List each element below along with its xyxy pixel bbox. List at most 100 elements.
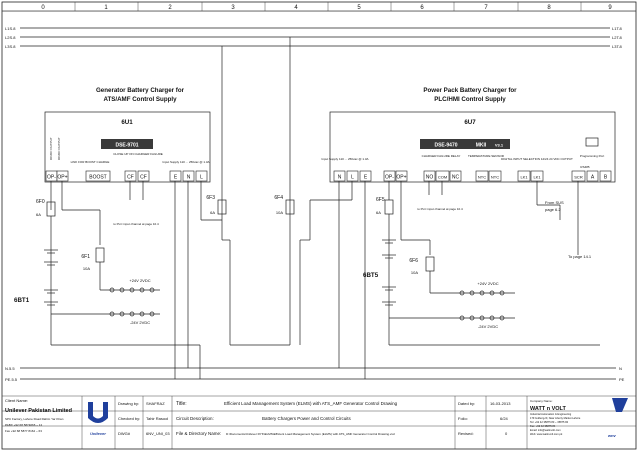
terminal [137, 170, 150, 182]
battery-6bt1: 6BT1 [14, 240, 58, 330]
section-title: PLC/HMI Control Supply [434, 96, 506, 103]
dc-distribution-right: +24V 2VDC -24V 2VDC [389, 281, 515, 329]
input-note: Input Supply 110 ... 250vac @ 1.3A [162, 160, 209, 164]
company-info: Email: info@wattnvolt.com [530, 428, 561, 432]
fuse-tag: 6F3 [206, 195, 215, 201]
column-label: 3 [231, 5, 235, 11]
fuse-rating: 6A [376, 210, 381, 215]
terminal-label: E [174, 175, 178, 181]
side-label: DC/DC OUTPUT [49, 137, 53, 160]
revised-value: 0 [505, 431, 508, 436]
column-label: 8 [547, 5, 551, 11]
fuse-rating: 10A [83, 266, 90, 271]
battery-tag: 6BT5 [363, 272, 379, 279]
terminal [435, 170, 450, 182]
fuse-tag: 6F0 [36, 199, 45, 205]
terminal-label: OP+ [57, 175, 67, 181]
circuit-label: Circuit Description: [176, 416, 214, 421]
terminal-label: NTC [491, 175, 499, 180]
terminal [488, 170, 502, 182]
terminal-label: OP- [385, 175, 394, 181]
title-label: Title: [176, 401, 187, 407]
bus-label-right: L2T.8 [612, 35, 623, 40]
company-logo: wnv [608, 398, 628, 438]
dwg-value: 6NV_UNI_03 [146, 431, 170, 436]
client-label: Client Name: [5, 398, 28, 403]
charger-tag: 6U7 [464, 119, 476, 126]
temp-note: TEMPERATURE SENSOR [468, 154, 505, 158]
company-info: 179 Gulberg-III, Near Liberty Market Lah… [530, 416, 581, 420]
bus-label-left: PE.5.5 [5, 377, 18, 382]
terminal-label: NO [426, 175, 434, 181]
company-info: Fax: +92 42 35875 84 [530, 424, 556, 428]
terminal [85, 170, 111, 182]
dwg-label: DWG# [118, 431, 131, 436]
section-title: Generator Battery Charger for [96, 87, 185, 94]
terminal-label: N [338, 175, 342, 181]
terminal [359, 170, 372, 182]
drawn-value: SHAFRAZ [146, 401, 165, 406]
fuse-tag: 6F4 [274, 195, 283, 201]
fail-note: CHARGER FAILURE RELAY [422, 154, 461, 158]
terminal [169, 170, 182, 182]
usb-port-icon [585, 137, 599, 147]
dc-distribution-left: +24V 2VDC -24V 2VDC [51, 278, 160, 325]
terminal-strip: N L E OP- OP+ NO COM NC NTC NTC LK1 LK1 … [333, 170, 612, 182]
bus-label-right: N [619, 366, 622, 371]
terminal-label: B [604, 175, 608, 181]
terminal [182, 170, 195, 182]
company-logo-text: wnv [608, 433, 617, 438]
terminal-label: CF [140, 175, 147, 181]
column-label: 6 [420, 5, 424, 11]
folio-label: Folio: [458, 416, 468, 421]
plc-note: to PLC input channel at page 10.4 [113, 222, 159, 226]
title-value: Efficient Load Management System (ELMS) … [224, 401, 398, 406]
device-model: DSE-9701 [115, 143, 138, 149]
client-address: PABX +92 68 5874666 ~ 12 [5, 423, 42, 427]
circuit-value: Battery Chargers Power and Control Circu… [262, 416, 352, 421]
dated-label: Dated by: [458, 401, 475, 406]
bus-label-right: PE [619, 377, 625, 382]
column-label: 4 [294, 5, 298, 11]
company-label: Company Name: [530, 399, 553, 403]
device-label-bar [420, 139, 510, 149]
fuse-6f6 [425, 256, 435, 272]
terminal-label: NC [452, 175, 460, 181]
company-info: Web: www.wattnvolt.com.pk [530, 432, 563, 436]
battery-tag: 6BT1 [14, 297, 30, 304]
dated-value: 16-03-2013 [490, 401, 511, 406]
file-value: D:\Documents\Unilever RYK\ELMS\Efficient… [226, 432, 395, 436]
fuse-tag: 6F1 [81, 254, 90, 260]
port-note: Programming Port [580, 154, 605, 158]
bus-neg-label: -24V 2VDC [130, 320, 150, 325]
dig-note: DIGITAL INPUT SELECTION 12/24 24 VDC OUT… [501, 157, 573, 161]
terminal [346, 170, 359, 182]
device-model: DSE-9470 [434, 143, 457, 149]
column-label: 2 [168, 5, 172, 11]
cf-note: CLOSE UP ON CHARGER FAILURE [113, 152, 163, 156]
terminal [475, 170, 489, 182]
fuse-6f4 [285, 199, 295, 215]
terminal-label: OP- [47, 175, 56, 181]
terminal [423, 170, 436, 182]
bus-label-left: L3S.8 [5, 44, 16, 49]
terminal-label: LK1 [520, 175, 528, 180]
device-label-bar [101, 139, 153, 149]
terminal-label: CF [127, 175, 134, 181]
client-name: Unilever Pakistan Limited [5, 408, 72, 414]
column-header: 0 1 2 3 4 5 6 7 8 9 [1, 2, 637, 12]
terminal-label: COM [438, 175, 447, 180]
terminal-label: N [187, 175, 191, 181]
terminal-label: L [200, 175, 203, 181]
phase-buses: L1S.8 L2S.8 L3S.8 L1T.8 L2T.8 L3T.8 N.5.… [5, 26, 625, 382]
terminal-label: A [591, 175, 595, 181]
client-address: SPC Factory, Lahore Road Rahim Yar Khan [5, 417, 64, 421]
terminal [124, 170, 137, 182]
device-version: V3.1 [495, 143, 504, 148]
bus-label-right: L3T.8 [612, 44, 623, 49]
from-note: From SUS [545, 200, 564, 205]
bus-label-left: L2S.8 [5, 35, 16, 40]
company-name: WATT n VOLT [530, 406, 566, 412]
